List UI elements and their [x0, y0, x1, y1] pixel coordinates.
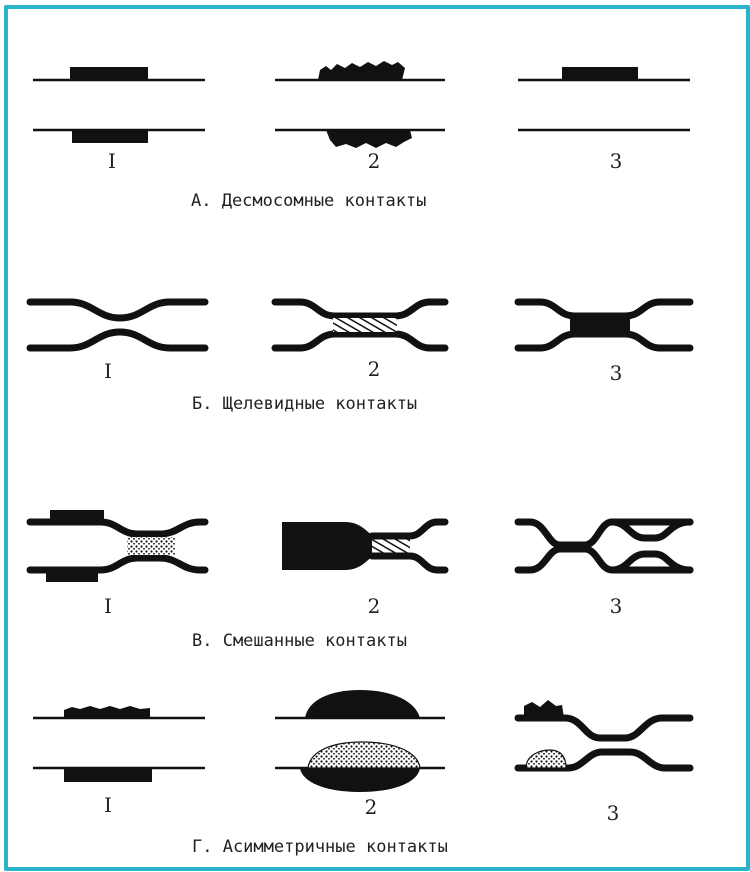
diagram-b3: [514, 298, 694, 352]
diagram-a2: [275, 61, 445, 148]
caption-d: Г. Асимметричные контакты: [192, 837, 448, 857]
label-b2: 2: [368, 357, 381, 381]
label-c1: I: [104, 594, 112, 618]
label-d2: 2: [365, 795, 378, 819]
label-b3: 3: [610, 361, 623, 385]
diagram-d1: [33, 706, 205, 782]
label-d3: 3: [607, 801, 620, 825]
diagram-c3: [514, 518, 694, 574]
section-d: I 2 3 Г. Асимметричные контакты: [33, 690, 694, 857]
caption-a: А. Десмосомные контакты: [191, 191, 426, 211]
label-c2: 2: [368, 594, 381, 618]
label-a2: 2: [368, 149, 381, 173]
section-c: I 2 3 В. Смешанные контакты: [26, 510, 694, 651]
label-a3: 3: [610, 149, 623, 173]
label-a1: I: [108, 149, 116, 173]
diagram-b1: [26, 298, 209, 352]
caption-b: Б. Щелевидные контакты: [192, 394, 417, 414]
caption-c: В. Смешанные контакты: [192, 631, 407, 651]
diagram-c1: [26, 510, 209, 582]
section-a: I 2 3 А. Десмосомные контакты: [33, 61, 690, 211]
diagram-a1: [33, 67, 205, 143]
diagram-d2: [275, 690, 445, 792]
diagram-b2: [271, 298, 449, 352]
figure-frame: [4, 5, 750, 871]
diagram-d3: [514, 700, 694, 772]
label-c3: 3: [610, 594, 623, 618]
label-b1: I: [104, 359, 112, 383]
diagram-a3: [518, 67, 690, 132]
section-b: I 2 3 Б. Щелевидные контакты: [26, 298, 694, 414]
label-d1: I: [104, 793, 112, 817]
diagram-c2: [282, 518, 449, 574]
